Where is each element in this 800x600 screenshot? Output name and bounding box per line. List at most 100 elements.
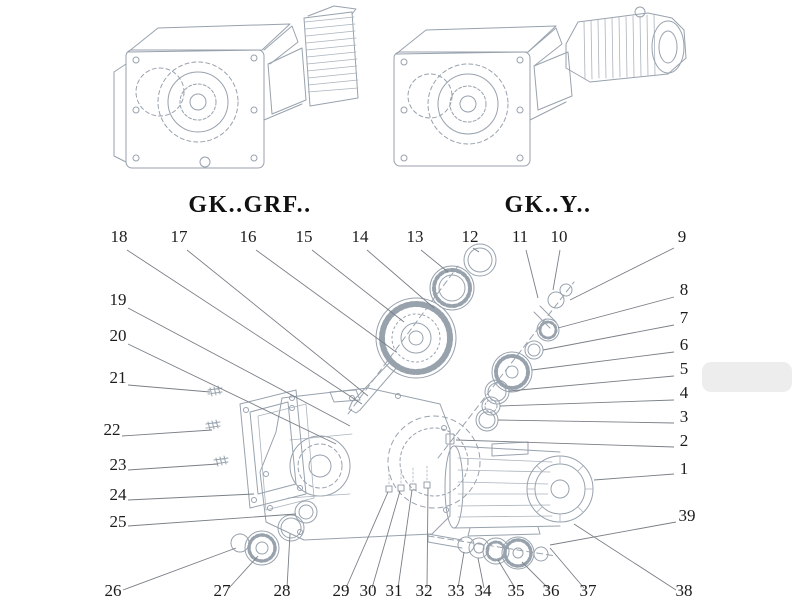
leader-line-30 xyxy=(371,490,401,589)
part-number-38: 38 xyxy=(676,581,693,600)
part-number-11: 11 xyxy=(512,227,528,246)
part-number-8: 8 xyxy=(680,280,689,299)
output-shaft-assembly xyxy=(427,533,549,570)
variant-title-gk-y: GK..Y.. xyxy=(505,192,592,218)
leader-line-29 xyxy=(345,491,389,589)
part-number-25: 25 xyxy=(110,512,127,531)
axis-input-shaft xyxy=(347,265,459,415)
leader-line-6 xyxy=(531,351,675,371)
leader-line-21 xyxy=(127,384,211,393)
leader-line-10 xyxy=(552,249,561,291)
part-number-20: 20 xyxy=(110,326,127,345)
leader-line-13 xyxy=(420,249,449,273)
housing-front-face xyxy=(125,49,265,169)
flange-fasteners xyxy=(385,463,431,493)
flange-bolts xyxy=(205,385,229,467)
watermark-blob xyxy=(702,362,792,392)
part-number-5: 5 xyxy=(680,359,689,378)
leader-line-23 xyxy=(127,463,219,471)
leader-line-33 xyxy=(457,551,465,589)
leader-line-24 xyxy=(127,493,255,501)
part-number-21: 21 xyxy=(110,368,127,387)
part-number-15: 15 xyxy=(296,227,313,246)
part-number-31: 31 xyxy=(386,581,403,600)
part-number-1: 1 xyxy=(680,459,689,478)
motor xyxy=(444,441,594,537)
part-number-26: 26 xyxy=(105,581,122,600)
part-callouts: 1234567891011121314151617181920212223242… xyxy=(104,227,696,600)
part-number-36: 36 xyxy=(543,581,560,600)
part-number-16: 16 xyxy=(240,227,257,246)
assembled-view-gk-grf xyxy=(113,5,359,169)
leader-line-7 xyxy=(542,324,675,351)
assembled-view-gk-y xyxy=(393,6,687,167)
input-gear-assembly xyxy=(348,243,497,414)
leader-line-20 xyxy=(127,343,337,445)
part-number-24: 24 xyxy=(110,485,128,504)
leader-line-12 xyxy=(472,247,480,253)
leader-line-1 xyxy=(593,473,675,481)
part-number-39: 39 xyxy=(679,506,696,525)
part-number-6: 6 xyxy=(680,335,689,354)
part-number-19: 19 xyxy=(110,290,127,309)
leader-line-11 xyxy=(525,249,539,299)
part-number-9: 9 xyxy=(678,227,687,246)
retaining-ring xyxy=(463,243,497,277)
input-gear xyxy=(375,297,457,379)
leader-line-26 xyxy=(122,547,237,591)
leader-line-5 xyxy=(508,375,675,392)
part-number-12: 12 xyxy=(462,227,479,246)
part-number-35: 35 xyxy=(508,581,525,600)
terminal-box xyxy=(491,441,529,457)
leader-line-25 xyxy=(127,513,297,527)
part-number-32: 32 xyxy=(416,581,433,600)
leader-line-16 xyxy=(255,249,397,353)
leader-line-28 xyxy=(286,533,291,589)
part-number-23: 23 xyxy=(110,455,127,474)
part-number-2: 2 xyxy=(680,431,689,450)
leader-line-14 xyxy=(366,249,435,309)
bevel-pinion-assembly xyxy=(445,283,573,445)
part-number-13: 13 xyxy=(407,227,424,246)
input-bearing xyxy=(429,265,475,311)
leader-line-38 xyxy=(573,523,677,591)
part-number-30: 30 xyxy=(360,581,377,600)
part-number-34: 34 xyxy=(475,581,493,600)
part-number-37: 37 xyxy=(580,581,598,600)
part-number-14: 14 xyxy=(352,227,370,246)
part-number-18: 18 xyxy=(111,227,128,246)
part-number-27: 27 xyxy=(214,581,232,600)
input-fan-cover xyxy=(303,11,359,107)
cover-and-seals xyxy=(230,500,318,566)
part-number-4: 4 xyxy=(680,383,689,402)
leader-line-22 xyxy=(121,429,213,437)
leader-line-34 xyxy=(477,557,485,589)
part-number-22: 22 xyxy=(104,420,121,439)
mounting-flange-plates xyxy=(239,389,315,511)
part-number-17: 17 xyxy=(171,227,189,246)
bevel-gear xyxy=(491,351,533,393)
leader-line-17 xyxy=(186,249,369,397)
leader-line-4 xyxy=(499,399,675,407)
leader-lines xyxy=(121,247,677,591)
vent-plug xyxy=(445,433,455,445)
bearing-cover xyxy=(244,530,280,566)
motor-body xyxy=(565,12,687,83)
variant-title-gk-grf: GK..GRF.. xyxy=(188,192,311,218)
output-gear xyxy=(501,536,535,570)
leader-line-32 xyxy=(426,487,429,589)
leader-line-19 xyxy=(127,307,351,427)
leader-line-36 xyxy=(521,561,549,589)
part-number-10: 10 xyxy=(551,227,568,246)
leader-line-39 xyxy=(549,521,677,546)
leader-line-15 xyxy=(311,249,405,323)
leader-line-37 xyxy=(549,547,585,589)
leader-line-9 xyxy=(569,247,675,301)
part-number-29: 29 xyxy=(333,581,350,600)
leader-line-2 xyxy=(455,439,675,448)
leader-line-8 xyxy=(557,296,675,329)
part-number-28: 28 xyxy=(274,581,291,600)
leader-line-31 xyxy=(397,489,413,589)
